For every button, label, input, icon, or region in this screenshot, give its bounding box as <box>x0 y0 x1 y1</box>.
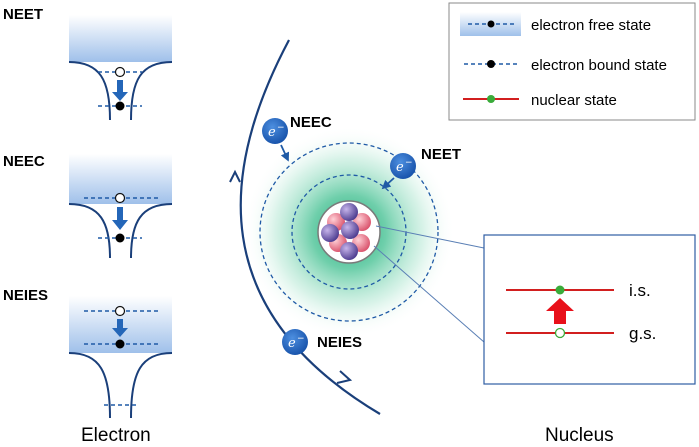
panel-label-neet: NEET <box>3 6 43 23</box>
neutron <box>321 224 339 242</box>
potential-wall-left <box>68 61 111 121</box>
excited-nuclear-dot <box>555 285 565 295</box>
neet-transition-arrow <box>381 177 395 190</box>
neutron <box>341 221 359 239</box>
electron-icon <box>262 118 288 144</box>
outer-orbit <box>259 142 439 322</box>
legend-nuclear-dot <box>487 95 495 103</box>
trajectory-arrowhead <box>229 169 241 183</box>
electron-scattered <box>115 339 125 349</box>
electron-charge: − <box>405 158 413 168</box>
transition-arrow <box>112 207 128 230</box>
ground-state-label: g.s. <box>629 324 656 343</box>
electron-vacancy <box>114 305 126 317</box>
neet-electron: e − NEET <box>381 146 461 190</box>
panel-label-neies: NEIES <box>3 287 48 304</box>
neec-capture-arrow <box>280 144 290 162</box>
nucleus-box-frame <box>483 234 696 385</box>
neec-electron: e − NEEC <box>262 114 332 162</box>
panel-neet: NEET <box>3 6 173 121</box>
free-state-band <box>69 15 172 62</box>
neutron <box>340 242 358 260</box>
electron-axis-label: Electron <box>81 425 151 446</box>
electron-charge: − <box>297 334 305 344</box>
neutron <box>340 203 358 221</box>
legend-free-label: electron free state <box>531 17 651 34</box>
electron-bound <box>115 101 125 111</box>
potential-wall-right <box>130 203 173 259</box>
panel-neec: NEEC <box>3 153 173 259</box>
electron-trajectory <box>239 39 381 415</box>
trajectory-arrowhead <box>336 370 353 384</box>
atom-label-neec: NEEC <box>290 114 332 131</box>
neies-electron: e − NEIES <box>282 329 362 355</box>
electron-vacancy <box>114 66 126 78</box>
electron-symbol: e <box>268 125 276 140</box>
legend: electron free state electron bound state… <box>448 2 696 121</box>
electron-symbol: e <box>288 336 296 351</box>
transition-arrow <box>112 319 128 337</box>
excitation-arrow <box>546 298 574 324</box>
transition-arrow <box>112 80 128 101</box>
legend-nuclear-label: nuclear state <box>531 92 617 109</box>
electron-icon <box>390 153 416 179</box>
legend-free-dot <box>487 20 495 28</box>
legend-bound-dot <box>487 60 495 68</box>
electron-charge: − <box>277 123 285 133</box>
electron-bound <box>115 233 125 243</box>
electron-icon <box>282 329 308 355</box>
isomer-state-label: i.s. <box>629 281 651 300</box>
potential-wall-left <box>68 203 111 259</box>
potential-wall-left <box>68 352 111 419</box>
zoom-line-upper <box>375 225 485 249</box>
atom-label-neies: NEIES <box>317 334 362 351</box>
potential-wall-right <box>130 352 173 419</box>
panel-neies: NEIES <box>3 287 173 419</box>
atom-label-neet: NEET <box>421 146 461 163</box>
nucleus <box>317 200 381 264</box>
potential-wall-right <box>130 61 173 121</box>
atom <box>243 126 455 338</box>
nucleus-axis-label: Nucleus <box>545 425 614 446</box>
nucleus-level-box: i.s. g.s. <box>483 234 696 385</box>
legend-bound-label: electron bound state <box>531 57 667 74</box>
electron-symbol: e <box>396 160 404 175</box>
zoom-line-lower <box>373 245 485 343</box>
electron-vacancy <box>114 192 126 204</box>
ground-nuclear-dot <box>554 327 566 339</box>
panel-label-neec: NEEC <box>3 153 45 170</box>
